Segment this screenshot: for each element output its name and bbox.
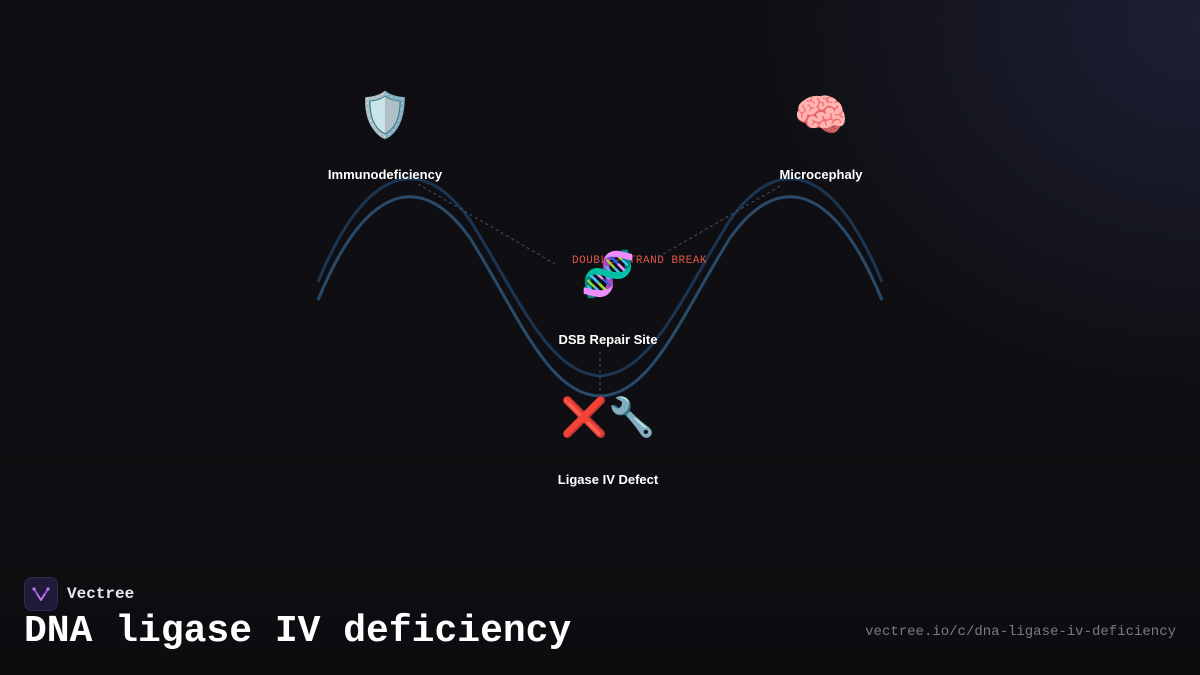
- node-immunodeficiency: 🛡️ Immunodeficiency: [295, 90, 475, 183]
- brand-name: Vectree: [67, 585, 135, 603]
- node-dsb-repair-site: 🧬 DSB Repair Site: [518, 249, 698, 348]
- node-ligase-iv-defect: ❌🔧 Ligase IV Defect: [518, 392, 698, 487]
- connector-immunodeficiency: [417, 183, 556, 265]
- dna-icon: 🧬: [580, 249, 636, 300]
- broken-tool-icon: ❌🔧: [560, 395, 656, 439]
- page-url[interactable]: vectree.io/c/dna-ligase-iv-deficiency: [865, 624, 1176, 640]
- node-label-microcephaly: Microcephaly: [779, 167, 863, 182]
- node-label-ligase-iv-defect: Ligase IV Defect: [557, 472, 659, 487]
- node-label-dsb-repair-site: DSB Repair Site: [558, 332, 658, 347]
- connector-microcephaly: [659, 185, 781, 257]
- node-label-immunodeficiency: Immunodeficiency: [327, 167, 443, 182]
- node-microcephaly: 🧠 Microcephaly: [731, 90, 911, 183]
- page-title: DNA ligase IV deficiency: [24, 610, 572, 653]
- double-strand-break-label: DOUBLE-STRAND BREAK: [572, 255, 707, 267]
- brand[interactable]: Vectree: [24, 577, 134, 611]
- shield-icon: 🛡️: [357, 90, 413, 141]
- vectree-logo-icon: [24, 577, 58, 611]
- brain-icon: 🧠: [793, 90, 849, 141]
